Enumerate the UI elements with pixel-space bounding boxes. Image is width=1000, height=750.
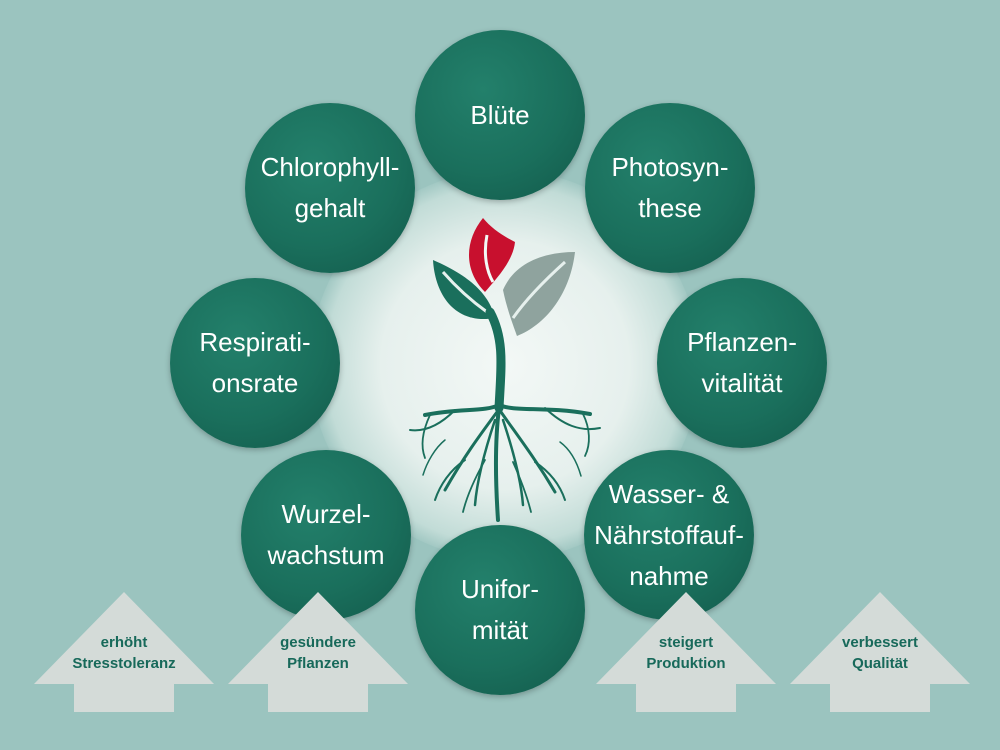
up-arrow-icon bbox=[596, 592, 776, 712]
up-arrow-icon bbox=[228, 592, 408, 712]
circle-pflanzenvitalitaet: Pflanzen-vitalität bbox=[657, 278, 827, 448]
circle-bluete: Blüte bbox=[415, 30, 585, 200]
circle-chlorophyllgehalt: Chlorophyll-gehalt bbox=[245, 103, 415, 273]
circle-wasser-naehrstoffaufnahme: Wasser- &Nährstoffauf-nahme bbox=[584, 450, 754, 620]
up-arrow-icon bbox=[790, 592, 970, 712]
circle-uniformitaet: Unifor-mität bbox=[415, 525, 585, 695]
up-arrow-icon bbox=[34, 592, 214, 712]
plant-with-roots-icon bbox=[409, 218, 601, 522]
circle-photosynthese: Photosyn-these bbox=[585, 103, 755, 273]
circle-respirationsrate: Respirati-onsrate bbox=[170, 278, 340, 448]
circle-wurzelwachstum: Wurzel-wachstum bbox=[241, 450, 411, 620]
